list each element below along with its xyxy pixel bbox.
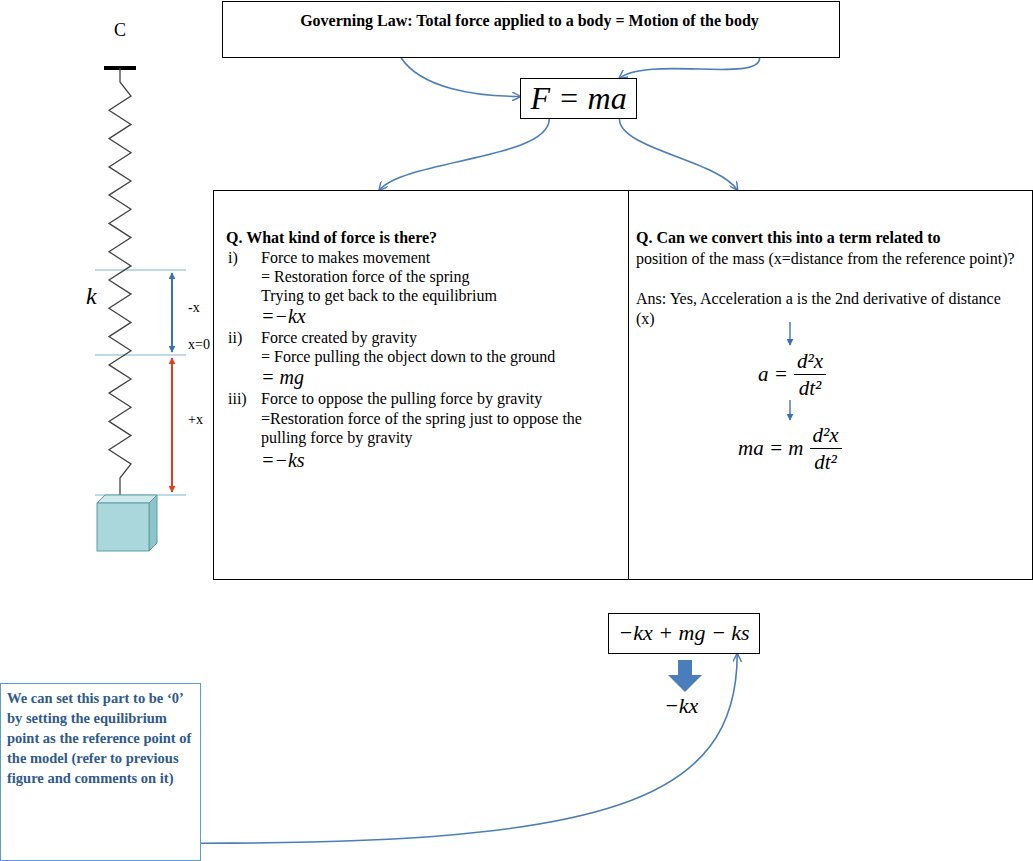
spring-coil	[109, 68, 131, 495]
node-text: =−kx	[261, 305, 306, 328]
node-text: =Restoration force of the spring just to…	[261, 409, 619, 447]
fraction: d²xdt²	[810, 423, 842, 474]
support-label: C	[114, 20, 126, 41]
curved-arrow	[201, 654, 737, 843]
callout-box: We can set this part to be ‘0’ by settin…	[0, 683, 201, 861]
mass-block-top	[97, 495, 157, 503]
node-text: Q. Can we convert this into a term relat…	[636, 229, 941, 247]
spring-constant-label: k	[86, 283, 97, 310]
node-text: position of the mass (x=distance from th…	[636, 249, 1021, 269]
curved-arrow	[619, 119, 737, 190]
down-arrow	[789, 322, 791, 345]
equation-box: −kx + mg − ks	[608, 613, 760, 654]
node-text: = Restoration force of the spring	[261, 268, 470, 286]
node-text: Force created by gravity	[261, 329, 417, 347]
node-text: Force to oppose the pulling force by gra…	[261, 390, 542, 408]
node-text: Ans: Yes, Acceleration a is the 2nd deri…	[636, 289, 1021, 329]
guide-line	[95, 354, 186, 356]
node-text: Trying to get back to the equilibrium	[261, 287, 497, 305]
equation: a =d²xdt²	[758, 349, 826, 400]
node-text: We can set this part to be ‘0’ by settin…	[7, 688, 193, 788]
down-block-arrow	[668, 660, 702, 692]
mass-block	[97, 503, 149, 551]
axis-label: -x	[188, 300, 200, 316]
negative-x-arrow	[171, 273, 173, 352]
node-text: Q. What kind of force is there?	[226, 229, 437, 247]
denominator: dt²	[811, 449, 840, 474]
equation-lhs: ma = m	[738, 436, 804, 461]
forces-panel: Q. What kind of force is there? i) Force t…	[213, 190, 629, 580]
law-box: Governing Law: Total force applied to a …	[222, 1, 840, 58]
axis-label: x=0	[188, 337, 210, 353]
down-arrow	[789, 400, 791, 420]
node-text: ii)	[228, 329, 242, 347]
result-term: −kx	[664, 693, 698, 719]
axis-label: +x	[188, 412, 203, 428]
curved-arrow	[401, 58, 520, 96]
node-text: −kx + mg − ks	[609, 614, 759, 652]
conversion-panel: Q. Can we convert this into a term relat…	[628, 190, 1033, 580]
guide-line	[95, 269, 186, 271]
numerator: d²x	[794, 349, 826, 375]
equation: ma = md²xdt²	[738, 423, 842, 474]
curved-arrow	[379, 119, 549, 190]
node-text: = Force pulling the object down to the g…	[261, 348, 555, 366]
numerator: d²x	[810, 423, 842, 449]
curved-arrow	[619, 58, 759, 78]
node-text: Force to makes movement	[261, 249, 430, 267]
fraction: d²xdt²	[794, 349, 826, 400]
node-text: = mg	[261, 366, 304, 389]
node-text: =−ks	[261, 449, 305, 472]
node-text: F = ma	[521, 79, 636, 117]
node-text: Governing Law: Total force applied to a …	[223, 12, 836, 30]
node-text: iii)	[228, 390, 247, 408]
denominator: dt²	[796, 375, 825, 400]
equation-box: F = ma	[520, 78, 637, 119]
node-text: i)	[228, 249, 238, 267]
positive-x-arrow	[171, 358, 173, 492]
mass-block-side	[149, 495, 157, 551]
equation-lhs: a =	[758, 362, 788, 387]
